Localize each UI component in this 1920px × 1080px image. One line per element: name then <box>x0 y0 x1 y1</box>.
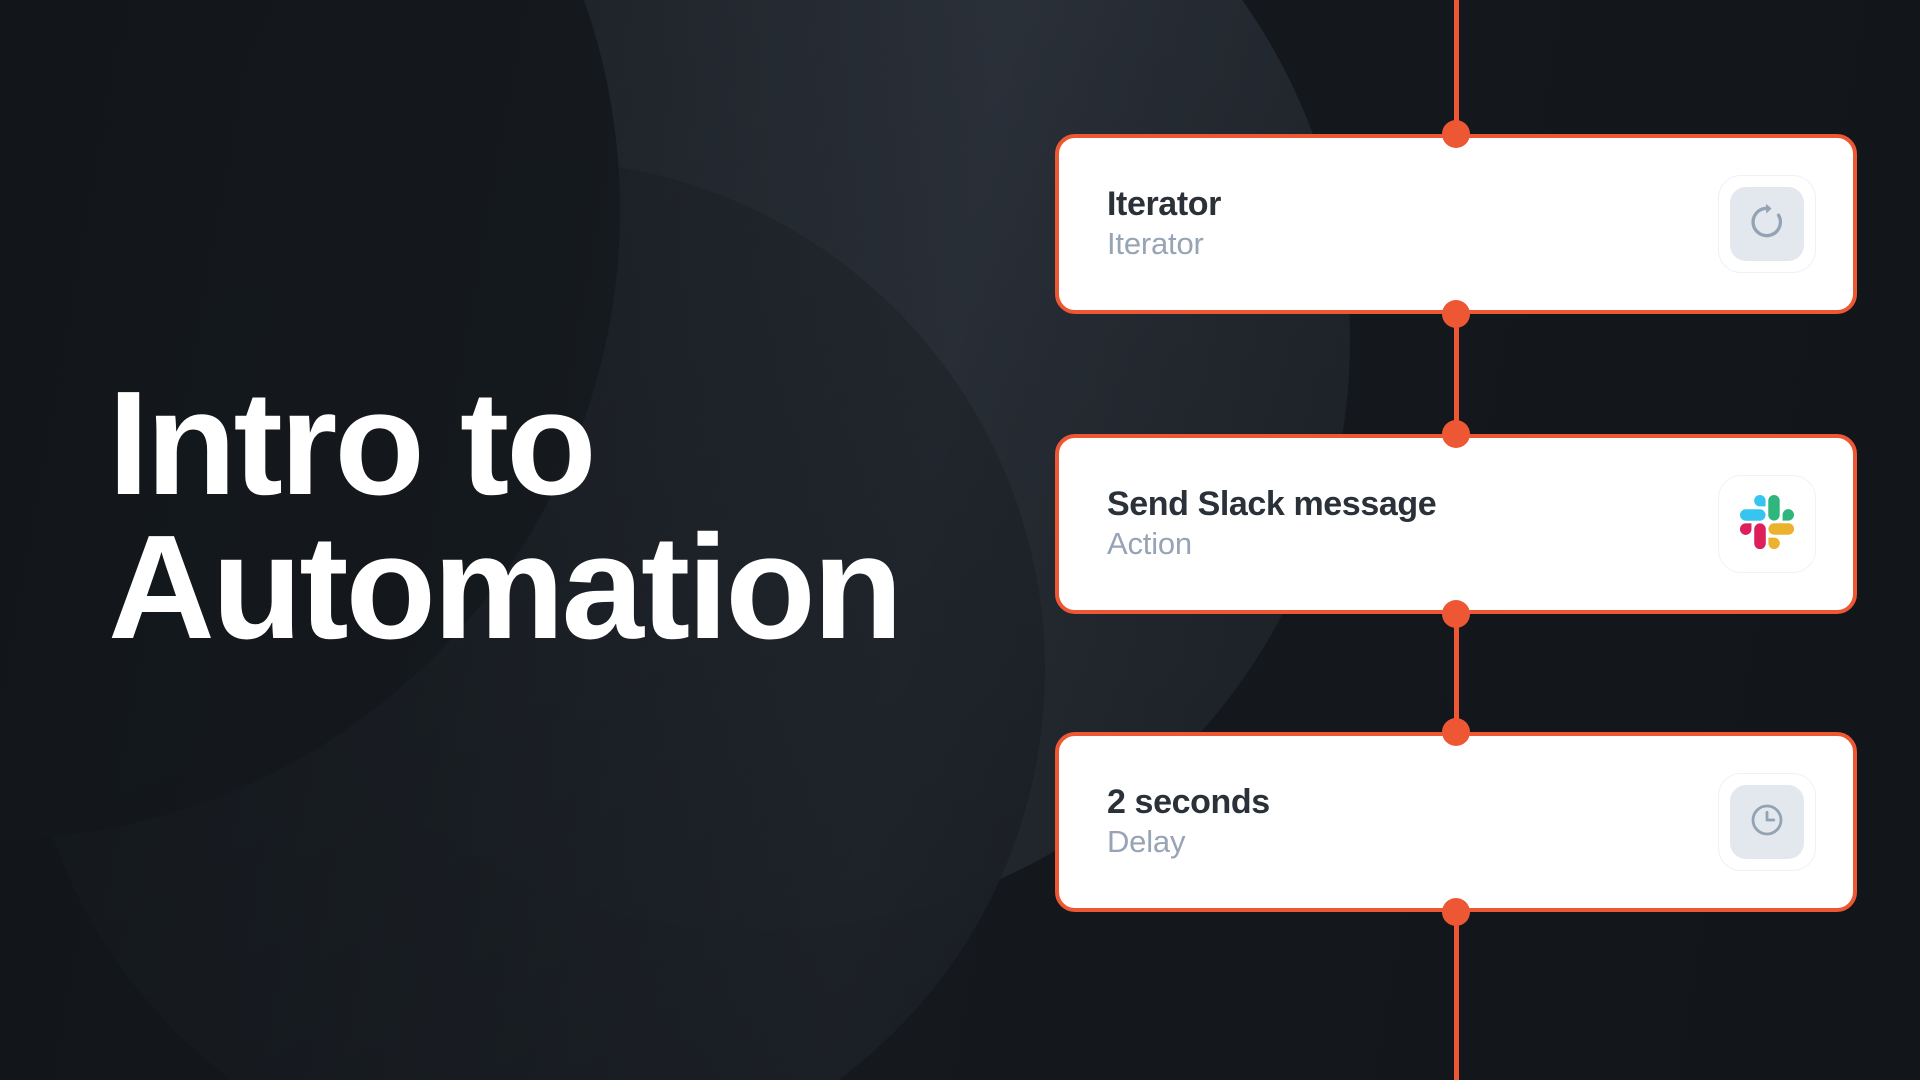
card-content: Send Slack message Action <box>1059 438 1853 610</box>
flow-card-iterator[interactable]: Iterator Iterator <box>1055 134 1857 314</box>
card-title: Send Slack message <box>1107 485 1437 524</box>
automation-flow: Iterator Iterator <box>1055 0 1857 1080</box>
card-content: Iterator Iterator <box>1059 138 1853 310</box>
icon-badge[interactable] <box>1719 176 1815 272</box>
card-text-block: Iterator Iterator <box>1107 185 1221 263</box>
icon-badge[interactable] <box>1719 476 1815 572</box>
card-title: 2 seconds <box>1107 783 1270 822</box>
connector-dot <box>1442 600 1470 628</box>
slack-icon <box>1740 494 1795 554</box>
card-subtitle: Action <box>1107 526 1192 562</box>
connector-dot <box>1442 120 1470 148</box>
card-text-block: 2 seconds Delay <box>1107 783 1270 861</box>
card-subtitle: Delay <box>1107 824 1186 860</box>
flow-card-slack[interactable]: Send Slack message Action <box>1055 434 1857 614</box>
flow-card-delay[interactable]: 2 seconds Delay <box>1055 732 1857 912</box>
page-title: Intro to Automation <box>108 361 903 670</box>
icon-badge-inner <box>1724 481 1810 567</box>
hero-block: Intro to Automation <box>108 361 1008 670</box>
connector-dot <box>1442 718 1470 746</box>
card-text-block: Send Slack message Action <box>1107 485 1437 563</box>
icon-badge[interactable] <box>1719 774 1815 870</box>
icon-badge-inner <box>1730 187 1804 261</box>
clock-icon <box>1747 800 1787 845</box>
card-title: Iterator <box>1107 185 1221 224</box>
connector-dot <box>1442 300 1470 328</box>
card-subtitle: Iterator <box>1107 226 1204 262</box>
repeat-loop-icon <box>1746 201 1788 248</box>
connector-dot <box>1442 420 1470 448</box>
card-content: 2 seconds Delay <box>1059 736 1853 908</box>
connector-dot <box>1442 898 1470 926</box>
icon-badge-inner <box>1730 785 1804 859</box>
